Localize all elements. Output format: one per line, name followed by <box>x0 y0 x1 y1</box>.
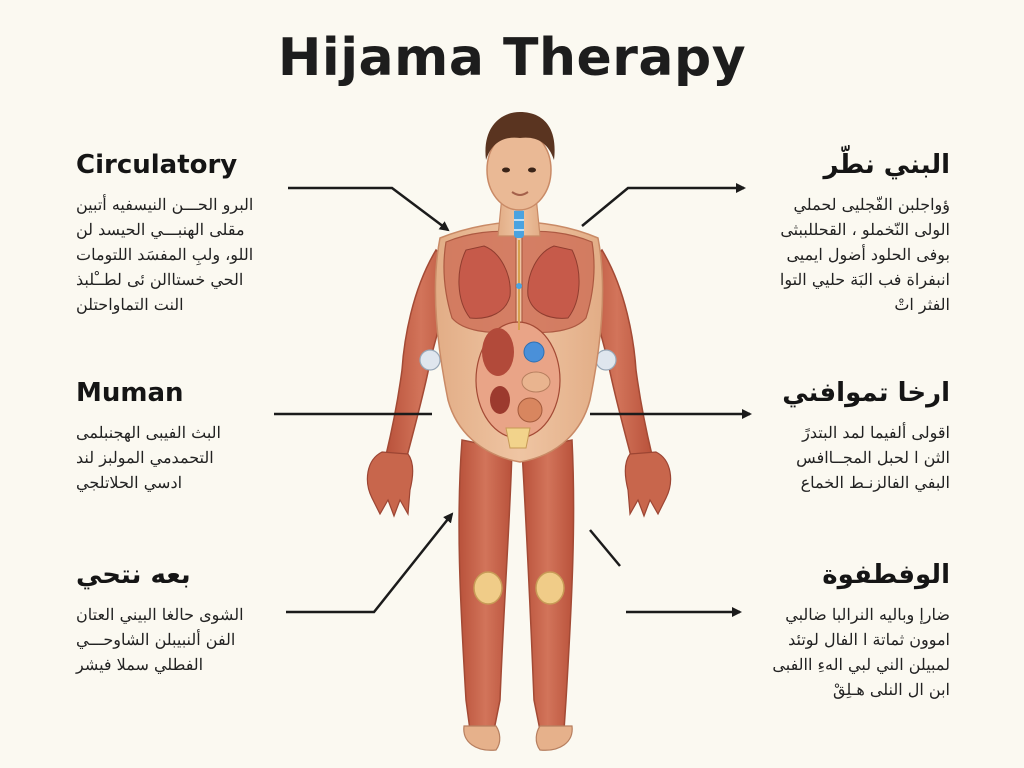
text-line: بوفى الحلود أضول ايميى <box>786 245 950 264</box>
panel-right-middle: ارخا تموافني اقولى ألفيما لمد البتدرً ال… <box>710 378 950 495</box>
arrow-right-lower-stub <box>589 529 621 567</box>
text-line: الشوى حالغا البيني العتان <box>76 605 244 624</box>
panel-circulatory: Circulatory البرو الحـــن النيسفيه أتبين… <box>76 150 306 317</box>
text-line: النت التماواحتلن <box>76 295 184 314</box>
text-line: اللو، ولبِ المفسَد اللتومات <box>76 245 254 264</box>
panel-heading: بعه نتحي <box>76 560 191 590</box>
panel-text: البرو الحـــن النيسفيه أتبين مقلى الهنبـ… <box>76 192 306 317</box>
panel-text: اقولى ألفيما لمد البتدرً الثن ا لحبل الم… <box>710 420 950 495</box>
text-line: انبفراة فب البَة حليي التوا <box>779 270 950 289</box>
panel-right-top: البني نطّر ؤواجلبن الفّجليى لحملي الولى … <box>710 150 950 317</box>
panel-left-bottom: بعه نتحي الشوى حالغا البيني العتان الفن … <box>76 560 306 677</box>
head <box>485 112 555 238</box>
text-line: الثن ا لحبل المجــاافس <box>796 448 950 467</box>
text-line: البث الفيبى الهجنبلمى <box>76 423 221 442</box>
panel-heading: البني نطّر <box>823 150 950 180</box>
panel-text: الشوى حالغا البيني العتان الفن ألنبيبلن … <box>76 602 306 677</box>
text-line: البرو الحـــن النيسفيه أتبين <box>76 195 254 214</box>
panel-muman: Muman البث الفيبى الهجنبلمى التحمدمي الم… <box>76 378 306 495</box>
text-line: الفن ألنبيبلن الشاوحـــي <box>76 630 236 649</box>
panel-heading: الوفطفوة <box>822 560 950 590</box>
panel-heading: Muman <box>76 378 184 408</box>
panel-text: ضارإ وباليه النرالبا ضالبي اموون ثماتة ا… <box>710 602 950 702</box>
panel-text: البث الفيبى الهجنبلمى التحمدمي المولبز ل… <box>76 420 306 495</box>
panel-text: ؤواجلبن الفّجليى لحملي الولى النّخملو ، … <box>710 192 950 317</box>
text-line: اقولى ألفيما لمد البتدرً <box>802 423 950 442</box>
panel-heading: Circulatory <box>76 150 238 180</box>
arrow-left-bottom <box>286 512 454 614</box>
panel-right-bottom: الوفطفوة ضارإ وباليه النرالبا ضالبي اموو… <box>710 560 950 702</box>
text-line: ضارإ وباليه النرالبا ضالبي <box>785 605 950 624</box>
text-line: الولى النّخملو ، القحللببثى <box>780 220 950 239</box>
text-line: ابن ال النلى هـلِقْ <box>833 680 950 699</box>
text-line: اموون ثماتة ا الفال لوتئد <box>788 630 950 649</box>
page-title: Hijama Therapy <box>277 28 747 88</box>
text-line: ادسي الحلاتلجي <box>76 473 183 492</box>
text-line: الفطلي سملا فيشر <box>76 655 204 674</box>
legs <box>458 439 575 751</box>
connector-arrows <box>274 183 752 617</box>
arrow-right-top <box>581 183 746 227</box>
panel-heading: ارخا تموافني <box>782 378 950 408</box>
text-line: ؤواجلبن الفّجليى لحملي <box>793 195 950 214</box>
text-line: البفي الفالزنـط الخماع <box>800 473 950 492</box>
text-line: لمبيلن الني لبي الهءِ االفبى <box>772 655 950 674</box>
text-line: الفثر اتْ <box>894 295 950 314</box>
text-line: مقلى الهنبـــي الحيسد لن <box>76 220 245 239</box>
text-line: التحمدمي المولبز لند <box>76 448 214 467</box>
arrow-left-top <box>288 186 450 232</box>
text-line: الحي خستاالن ئى لطــْلبذ <box>76 270 244 289</box>
torso <box>434 221 604 463</box>
